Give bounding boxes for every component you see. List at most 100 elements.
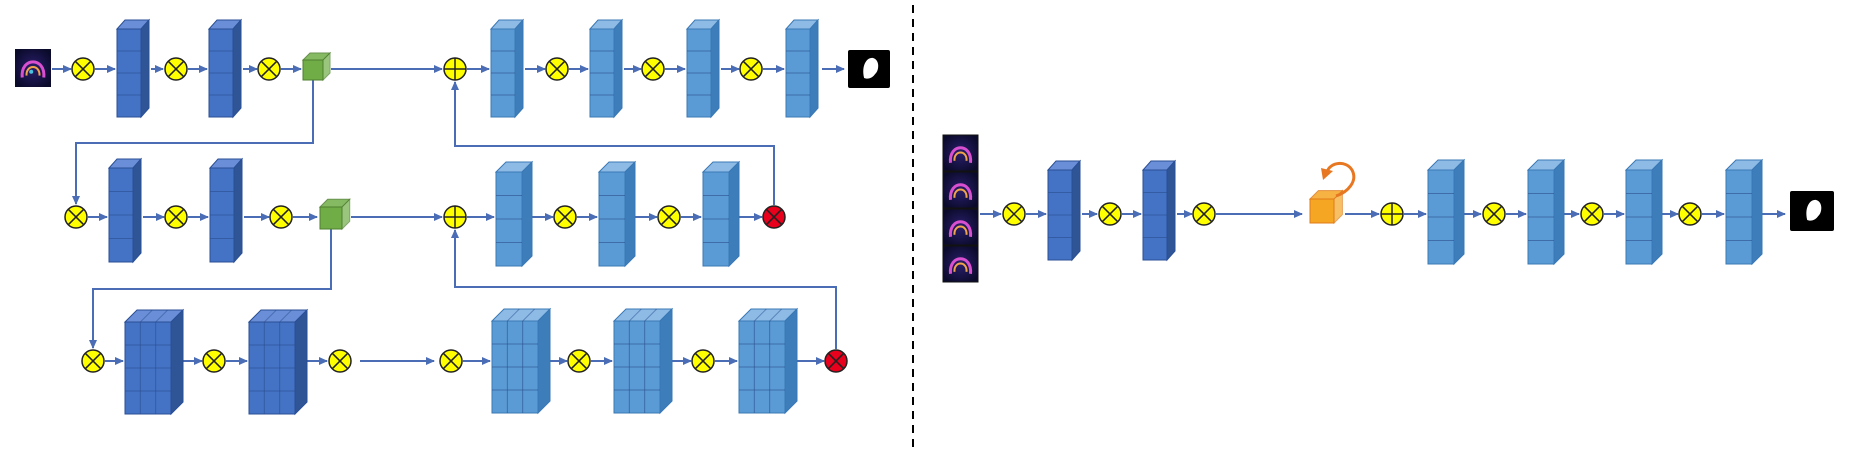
mask-output-icon: [848, 50, 890, 88]
multiply-circle-icon: [71, 57, 95, 81]
mri-inner: [953, 188, 968, 198]
block-side-face: [232, 18, 242, 119]
block-grid-line: [644, 308, 658, 322]
multiply-circle-icon: [1098, 202, 1122, 226]
cross-stroke: [442, 352, 460, 370]
multiply-circle-icon: [64, 205, 88, 229]
block-grid-line: [263, 309, 277, 323]
cross-stroke: [74, 60, 92, 78]
mri-ring: [948, 146, 973, 163]
cross-stroke: [570, 352, 588, 370]
decoder-block-icon: [494, 160, 534, 268]
block-side-face: [140, 18, 150, 119]
cross-stroke: [742, 60, 760, 78]
mask-shape: [1806, 199, 1822, 221]
block-grid-line: [628, 308, 642, 322]
block-side-face: [728, 160, 740, 268]
add-circle-icon: [1380, 202, 1404, 226]
red-multiply-circle-icon: [762, 205, 786, 229]
multiply-circle-icon: [164, 205, 188, 229]
multiply-circle-icon: [657, 205, 681, 229]
block-side-face: [537, 307, 551, 415]
multiply-circle-icon: [328, 349, 352, 373]
block-side-face: [809, 18, 819, 119]
decoder-block-icon: [1624, 158, 1664, 266]
cross-stroke: [84, 352, 102, 370]
encoder-block-icon: [208, 157, 244, 264]
block-grid-line: [522, 308, 536, 322]
skip-connection: [89, 225, 332, 349]
skip-connection: [451, 229, 837, 349]
block-grid-line: [769, 308, 783, 322]
multiply-circle-icon: [641, 57, 665, 81]
block-side-face: [1453, 158, 1465, 266]
decoder-block-icon: [784, 18, 820, 119]
decoder-block-icon: [612, 307, 674, 415]
block-side-face: [233, 157, 243, 264]
mri-ring: [948, 183, 973, 200]
cross-stroke: [205, 352, 223, 370]
mri-ring: [20, 60, 46, 78]
block-grid-line: [506, 308, 520, 322]
decoder-block-icon: [489, 18, 525, 119]
add-circle-icon: [443, 57, 467, 81]
cross-stroke: [694, 352, 712, 370]
multiply-circle-icon: [567, 349, 591, 373]
multiply-circle-icon: [1002, 202, 1026, 226]
block-side-face: [132, 157, 142, 264]
cross-stroke: [644, 60, 662, 78]
mri-inner: [953, 151, 968, 161]
cross-stroke: [765, 208, 783, 226]
block-side-face: [1651, 158, 1663, 266]
mri-inner: [25, 66, 41, 76]
recurrent-loop-icon: [1321, 162, 1356, 198]
decoder-block-icon: [490, 307, 552, 415]
multiply-circle-icon: [164, 57, 188, 81]
mri-ring: [948, 220, 973, 237]
loop-arrowhead: [1321, 168, 1333, 180]
encoder-block-icon: [115, 18, 151, 119]
block-side-face: [1751, 158, 1763, 266]
cube-front: [302, 59, 324, 81]
cross-stroke: [167, 208, 185, 226]
mri-dot: [29, 69, 34, 74]
decoder-block-icon: [1526, 158, 1566, 266]
multiply-circle-icon: [1678, 202, 1702, 226]
encoder-block-icon: [1046, 159, 1082, 262]
block-grid-line: [155, 309, 169, 323]
multiply-circle-icon: [691, 349, 715, 373]
mri-inner: [953, 225, 968, 235]
decoder-block-icon: [588, 18, 624, 119]
red-multiply-circle-icon: [824, 349, 848, 373]
latent-green-cube-icon: [301, 51, 332, 82]
cross-stroke: [556, 208, 574, 226]
connection-lines: [52, 5, 1786, 452]
add-circle-icon: [443, 205, 467, 229]
multiply-circle-icon: [1580, 202, 1604, 226]
block-side-face: [514, 18, 524, 119]
block-side-face: [624, 160, 636, 268]
cross-stroke: [67, 208, 85, 226]
multiply-circle-icon: [553, 205, 577, 229]
multiply-circle-icon: [202, 349, 226, 373]
cube-front: [1309, 198, 1335, 224]
block-side-face: [784, 307, 798, 415]
block-side-face: [1166, 159, 1176, 262]
diagram-shapes: [15, 18, 1834, 416]
cross-stroke: [331, 352, 349, 370]
block-side-face: [294, 308, 308, 416]
cross-stroke: [548, 60, 566, 78]
encoder-block-icon: [247, 308, 309, 416]
skip-connection: [451, 81, 775, 205]
block-side-face: [710, 18, 720, 119]
cross-stroke: [660, 208, 678, 226]
encoder-block-icon: [1141, 159, 1177, 262]
mri-thumbnail-icon: [15, 49, 51, 87]
block-side-face: [170, 308, 184, 416]
block-side-face: [1071, 159, 1081, 262]
loop-arc: [1325, 162, 1356, 198]
multiply-circle-icon: [739, 57, 763, 81]
decoder-block-icon: [685, 18, 721, 119]
